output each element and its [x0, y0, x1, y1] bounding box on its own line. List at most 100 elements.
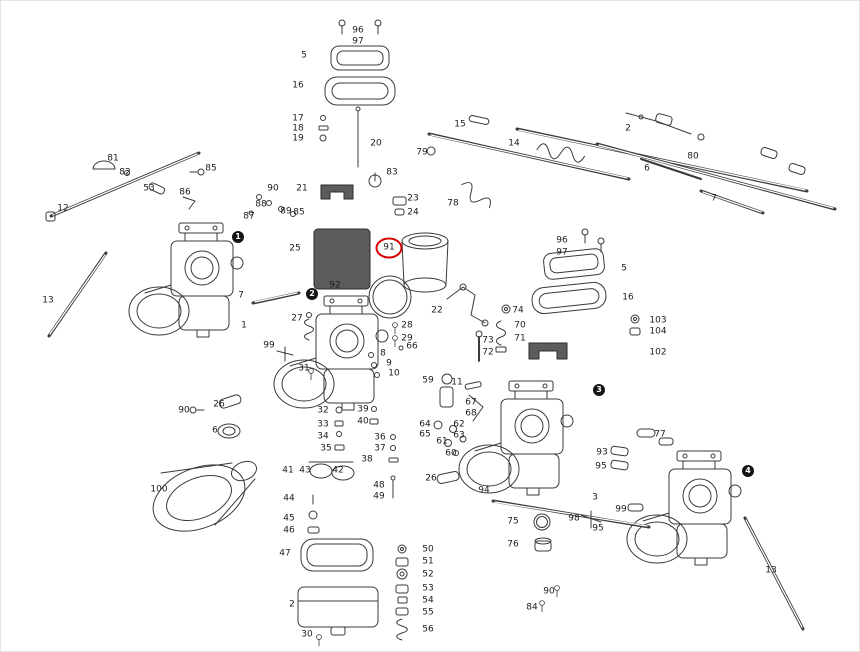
- highlight-circle-part-91: [375, 237, 403, 259]
- assembly-marker-3: 3: [593, 384, 605, 396]
- part-label-98: 98: [568, 513, 580, 524]
- part-label-6: 6: [644, 163, 650, 174]
- part-label-26: 26: [425, 473, 437, 484]
- part-label-88: 88: [255, 199, 267, 210]
- part-label-20: 20: [370, 138, 382, 149]
- part-label-16: 16: [292, 80, 304, 91]
- bracket-and-clamp: [320, 172, 407, 216]
- part-label-95: 95: [595, 461, 607, 472]
- part-label-73: 73: [482, 335, 494, 346]
- part-label-65: 65: [419, 429, 431, 440]
- part-label-96: 96: [352, 25, 364, 36]
- part-label-48: 48: [373, 480, 385, 491]
- top-cover-set: [324, 19, 396, 106]
- part-label-78: 78: [447, 198, 459, 209]
- part-label-17: 17: [292, 113, 304, 124]
- part-label-32: 32: [317, 405, 329, 416]
- part-label-14: 14: [508, 138, 520, 149]
- part-label-37: 37: [374, 443, 386, 454]
- part-label-59: 59: [422, 375, 434, 386]
- part-label-13: 13: [765, 565, 777, 576]
- right-lower-hardware: [436, 428, 805, 631]
- jet-stack: [395, 544, 409, 641]
- part-label-39: 39: [357, 404, 369, 415]
- part-label-13: 13: [42, 295, 54, 306]
- diaphragm-25: [313, 228, 371, 290]
- part-label-22: 22: [431, 305, 443, 316]
- part-label-66: 66: [406, 341, 418, 352]
- part-label-81: 81: [107, 153, 119, 164]
- part-label-6: 6: [212, 425, 218, 436]
- throttle-linkage: [446, 283, 511, 327]
- part-label-90: 90: [543, 586, 555, 597]
- part-label-7: 7: [711, 193, 717, 204]
- part-label-35: 35: [320, 443, 332, 454]
- carb1-hardware: [189, 291, 314, 439]
- part-label-16: 16: [622, 292, 634, 303]
- part-label-56: 56: [422, 624, 434, 635]
- part-label-27: 27: [291, 313, 303, 324]
- part-label-97: 97: [556, 247, 568, 258]
- part-label-15: 15: [454, 119, 466, 130]
- velocity-stack-100: [152, 460, 258, 532]
- washers-and-bracket-102: [528, 314, 641, 360]
- part-label-63: 63: [453, 430, 465, 441]
- part-label-61: 61: [436, 436, 448, 447]
- part-label-93: 93: [596, 447, 608, 458]
- part-label-34: 34: [317, 431, 329, 442]
- part-label-7: 7: [238, 290, 244, 301]
- part-label-42: 42: [332, 465, 344, 476]
- part-label-100: 100: [150, 484, 168, 495]
- part-label-85: 85: [293, 207, 305, 218]
- part-label-10: 10: [388, 368, 400, 379]
- part-label-77: 77: [654, 429, 666, 440]
- part-label-95: 95: [592, 523, 604, 534]
- part-label-53: 53: [422, 583, 434, 594]
- top-cover-set-2: [531, 228, 607, 315]
- part-label-90: 90: [178, 405, 190, 416]
- shaft-spring: [536, 143, 585, 163]
- cable-bracket: [625, 112, 806, 175]
- part-label-99: 99: [615, 504, 627, 515]
- part-label-24: 24: [407, 207, 419, 218]
- part-label-86: 86: [179, 187, 191, 198]
- part-label-99: 99: [263, 340, 275, 351]
- part-label-8: 8: [380, 348, 386, 359]
- left-rods: [45, 151, 201, 338]
- part-label-53: 53: [143, 183, 155, 194]
- adjuster-spring-rod: [475, 320, 507, 362]
- assembly-marker-2: 2: [306, 288, 318, 300]
- part-label-19: 19: [292, 133, 304, 144]
- part-label-18: 18: [292, 123, 304, 134]
- part-label-96: 96: [556, 235, 568, 246]
- part-label-43: 43: [299, 465, 311, 476]
- part-label-25: 25: [289, 243, 301, 254]
- part-label-44: 44: [283, 493, 295, 504]
- part-label-103: 103: [649, 315, 667, 326]
- part-label-28: 28: [401, 320, 413, 331]
- throttle-shaft-rods: [426, 115, 837, 215]
- part-label-82: 82: [119, 167, 131, 178]
- float-assembly: [307, 461, 396, 534]
- part-label-92: 92: [329, 280, 341, 291]
- part-label-55: 55: [422, 607, 434, 618]
- part-label-9: 9: [386, 358, 392, 369]
- part-label-54: 54: [422, 595, 434, 606]
- part-label-29: 29: [401, 333, 413, 344]
- part-label-75: 75: [507, 516, 519, 527]
- part-label-83: 83: [386, 167, 398, 178]
- part-label-97: 97: [352, 36, 364, 47]
- part-label-41: 41: [282, 465, 294, 476]
- oring-92: [368, 275, 412, 319]
- part-label-84: 84: [526, 602, 538, 613]
- part-label-45: 45: [283, 513, 295, 524]
- upper-left-hardware: [92, 160, 296, 217]
- carb2-hardware: [308, 322, 482, 463]
- part-label-89: 89: [280, 206, 292, 217]
- part-label-36: 36: [374, 432, 386, 443]
- part-label-68: 68: [465, 408, 477, 419]
- part-label-5: 5: [301, 50, 307, 61]
- part-label-52: 52: [422, 569, 434, 580]
- part-label-104: 104: [649, 326, 667, 337]
